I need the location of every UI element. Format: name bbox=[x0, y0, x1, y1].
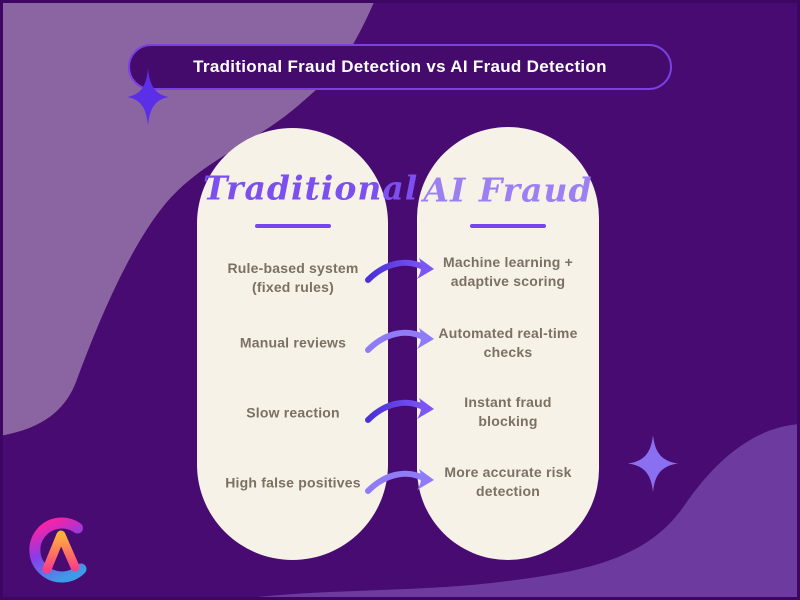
background-blob-bottom-right bbox=[232, 424, 800, 600]
title-banner: Traditional Fraud Detection vs AI Fraud … bbox=[128, 44, 672, 90]
ai-column-card bbox=[417, 127, 599, 560]
curved-arrow-icon bbox=[365, 398, 434, 423]
ai-header: AI Fraud bbox=[423, 170, 593, 210]
curved-arrow-icon bbox=[365, 469, 434, 494]
traditional-item: Manual reviews bbox=[239, 334, 347, 351]
ai-item: More accurate risk detection bbox=[444, 464, 572, 499]
ai-item: Instant fraud blocking bbox=[464, 394, 552, 429]
sparkle-icon bbox=[628, 435, 678, 492]
traditional-column-card bbox=[197, 128, 388, 560]
traditional-item: Rule-based system (fixed rules) bbox=[227, 260, 359, 295]
page-title: Traditional Fraud Detection vs AI Fraud … bbox=[193, 57, 607, 76]
header-underline bbox=[255, 224, 331, 228]
curved-arrow-icon bbox=[365, 328, 434, 353]
background-blob-top-left bbox=[0, 0, 375, 436]
traditional-item: High false positives bbox=[225, 474, 361, 491]
traditional-item: Slow reaction bbox=[246, 404, 340, 421]
sparkle-icon bbox=[127, 68, 169, 126]
header-underline bbox=[470, 224, 546, 228]
ai-item: Automated real-time checks bbox=[438, 325, 578, 360]
traditional-header: Traditional bbox=[203, 168, 419, 208]
ai-item: Machine learning + adaptive scoring bbox=[442, 254, 574, 289]
brand-logo-icon bbox=[29, 517, 87, 583]
curved-arrow-icon bbox=[365, 258, 434, 283]
